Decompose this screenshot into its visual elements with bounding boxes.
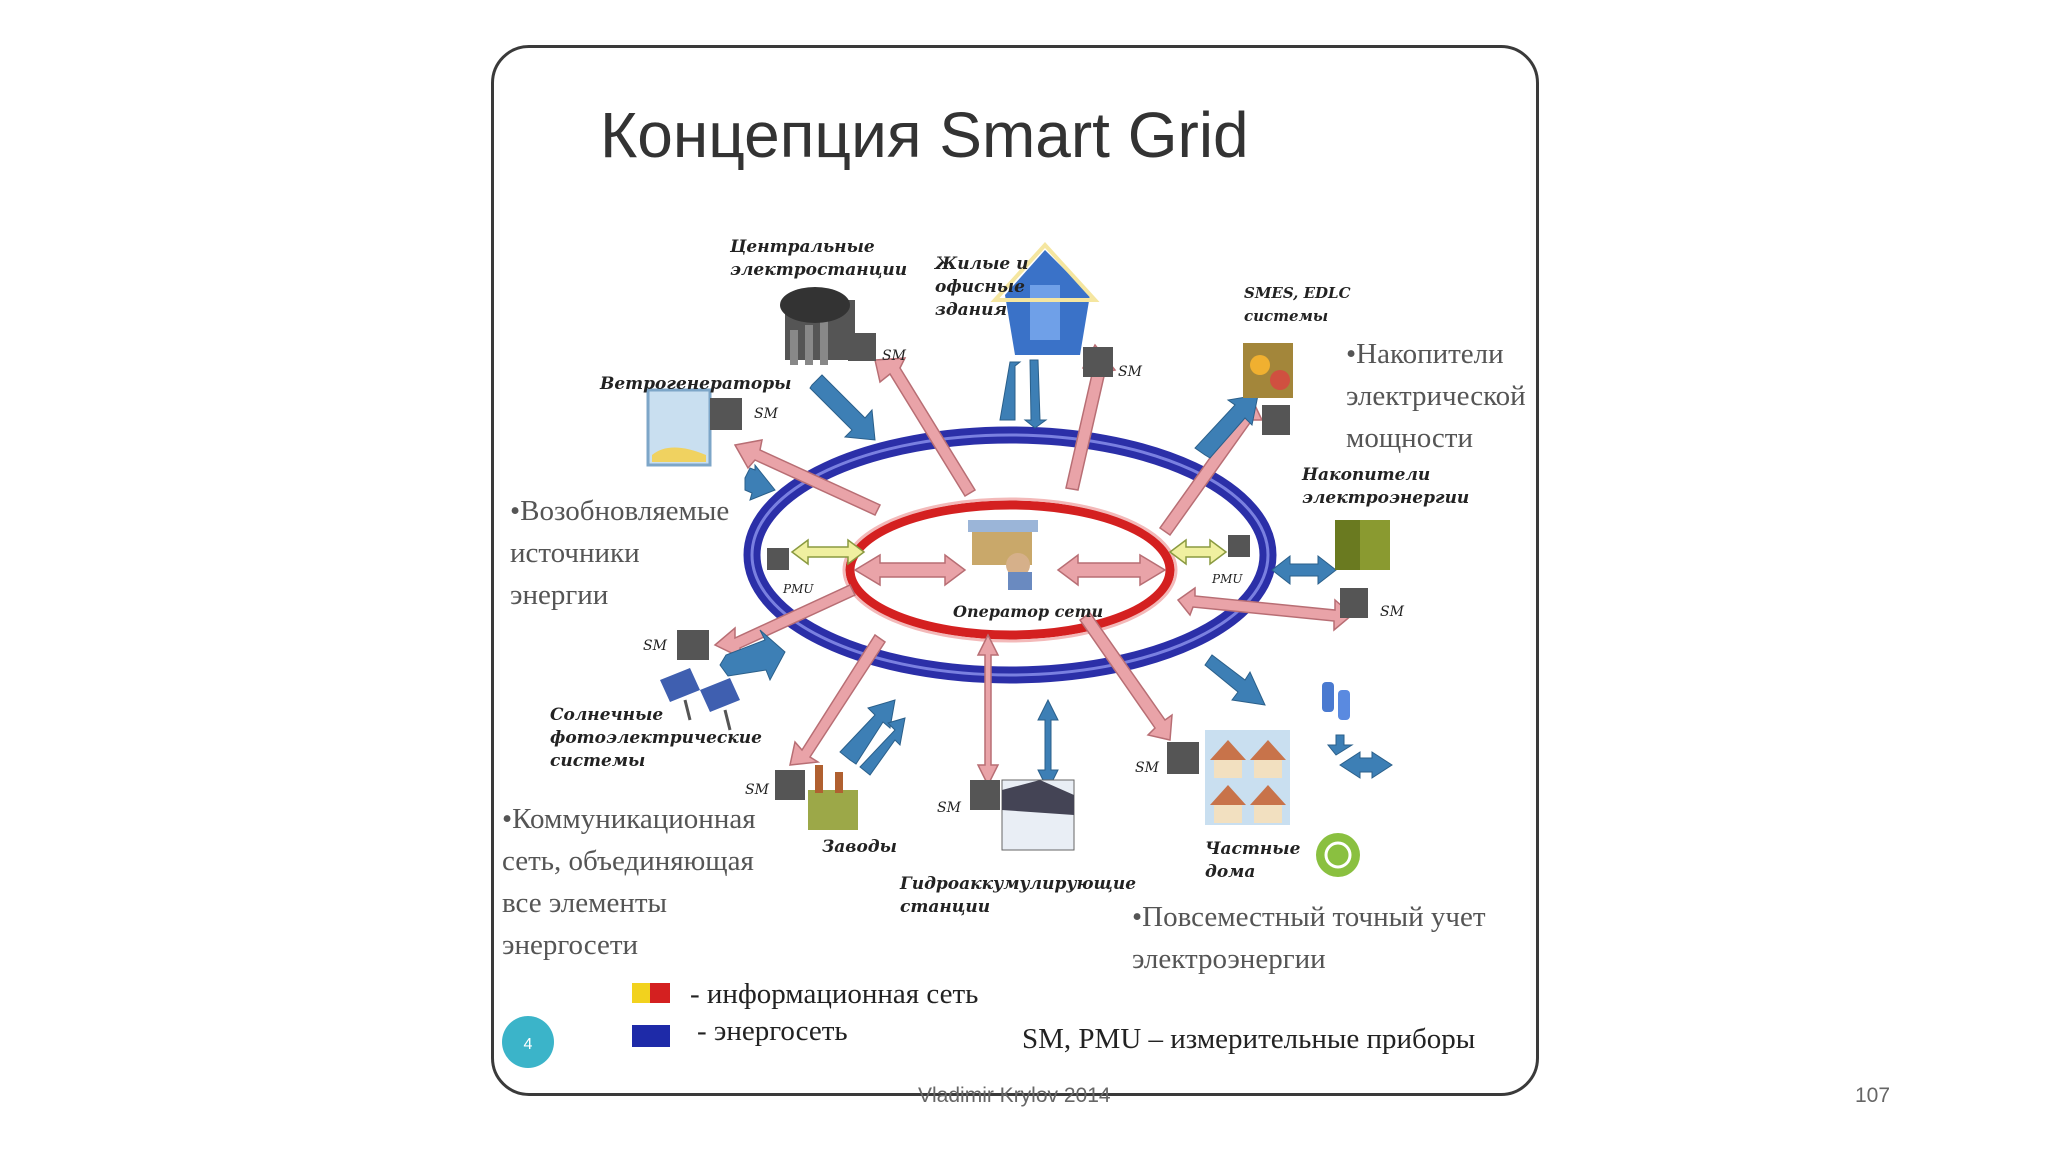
arrow-to-hydro <box>976 633 1000 787</box>
meter-icons <box>677 333 1368 810</box>
meter-icon <box>1262 405 1290 435</box>
meter-icon <box>710 398 742 430</box>
slide-number-badge-text: 4 <box>524 1036 533 1053</box>
power-arrow-solar <box>719 629 786 682</box>
storage-icon <box>1335 520 1390 570</box>
node-label-hydro: Гидроаккумулирующие станции <box>900 874 1137 917</box>
sm-label: SM <box>882 348 906 364</box>
hydro-icon <box>1001 779 1075 851</box>
battery-icon <box>1322 682 1350 720</box>
slide-number-badge <box>502 1016 554 1068</box>
power-arrow-wind <box>744 463 776 501</box>
sm-label: SM <box>643 638 667 654</box>
bullet-storage-power: •Накопители электрической мощности <box>1346 338 1526 454</box>
page-title: Концепция Smart Grid <box>600 99 1249 171</box>
power-plant-icon <box>780 287 855 365</box>
operator-icon <box>968 520 1038 590</box>
bullet-renewables: •Возобновляемые источники энергии <box>510 495 730 611</box>
sm-label: SM <box>745 782 769 798</box>
meter-icon <box>767 548 789 570</box>
legend-power-swatch <box>632 1025 670 1047</box>
meter-icon <box>848 333 876 361</box>
info-ring <box>845 500 1175 640</box>
legend-info-net: - информационная сеть <box>690 978 979 1010</box>
legend-power-net: - энергосеть <box>697 1015 848 1047</box>
arrow-to-homes <box>1078 611 1173 741</box>
arrow-to-factories <box>789 633 887 766</box>
power-arrow-residential-a <box>999 361 1022 421</box>
bullet-metering: •Повсеместный точный учет электроэнергии <box>1132 901 1486 975</box>
arrow-center-left <box>853 553 967 587</box>
meter-icon <box>1083 347 1113 377</box>
power-arrow-battery <box>1326 734 1354 756</box>
node-label-private-homes: Частные дома <box>1205 839 1301 882</box>
pmu-label: PMU <box>1212 572 1243 586</box>
sm-label: SM <box>1118 364 1142 380</box>
smes-icon <box>1243 343 1293 398</box>
arrow-to-wind <box>733 439 882 516</box>
sm-label: SM <box>1380 604 1404 620</box>
power-arrow-factories <box>839 699 896 765</box>
bullet-communication: •Коммуникационная сеть, объединяющая все… <box>502 803 756 961</box>
node-label-wind: Ветрогенераторы <box>600 374 792 394</box>
wind-icon <box>646 388 712 467</box>
arrow-to-storage <box>1176 586 1354 632</box>
meter-icon <box>1228 535 1250 557</box>
node-label-storage: Накопители электроэнергии <box>1302 465 1470 508</box>
node-label-solar: Солнечные фотоэлектрические системы <box>550 705 762 771</box>
meter-icon <box>775 770 805 800</box>
arrow-to-plants <box>874 357 977 498</box>
solar-icon <box>660 668 740 731</box>
legend-info-swatch <box>632 983 670 1003</box>
power-arrow-plants <box>809 374 876 441</box>
sm-label: SM <box>1135 760 1159 776</box>
node-label-residential: Жилые и офисные здания <box>935 254 1029 320</box>
power-arrows <box>719 359 1393 792</box>
pmu-arrows <box>790 538 1228 566</box>
power-arrow-residential-b <box>1023 359 1048 429</box>
meter-icon <box>970 780 1000 810</box>
sm-label: SM <box>937 800 961 816</box>
sm-label: SM <box>754 406 778 422</box>
houses-icon <box>1205 730 1290 825</box>
legend-instruments: SM, PMU – измерительные приборы <box>1022 1023 1476 1055</box>
node-label-central-plants: Центральные электростанции <box>730 237 908 280</box>
building-icon <box>990 242 1100 355</box>
center-label: Оператор сети <box>953 602 1104 621</box>
meter-icon <box>1340 588 1368 618</box>
power-arrow-factories-b <box>859 717 906 776</box>
power-arrow-homes <box>1204 654 1266 706</box>
power-arrow-hydro <box>1037 698 1059 792</box>
footer-author: Vladimir Krylov 2014 <box>918 1084 1111 1107</box>
meter-icon <box>1167 742 1199 774</box>
meter-icon <box>677 630 709 660</box>
factory-icon <box>808 765 858 830</box>
arrow-center-right <box>1056 553 1167 587</box>
pmu-label: PMU <box>783 582 814 596</box>
power-arrow-homes-ev <box>1339 751 1393 779</box>
eco-icon <box>1316 833 1360 877</box>
footer-page-number: 107 <box>1855 1084 1891 1107</box>
node-label-factories: Заводы <box>822 837 897 857</box>
node-label-smes: SMES, EDLC системы <box>1244 284 1351 325</box>
power-arrow-storage <box>1271 554 1337 586</box>
